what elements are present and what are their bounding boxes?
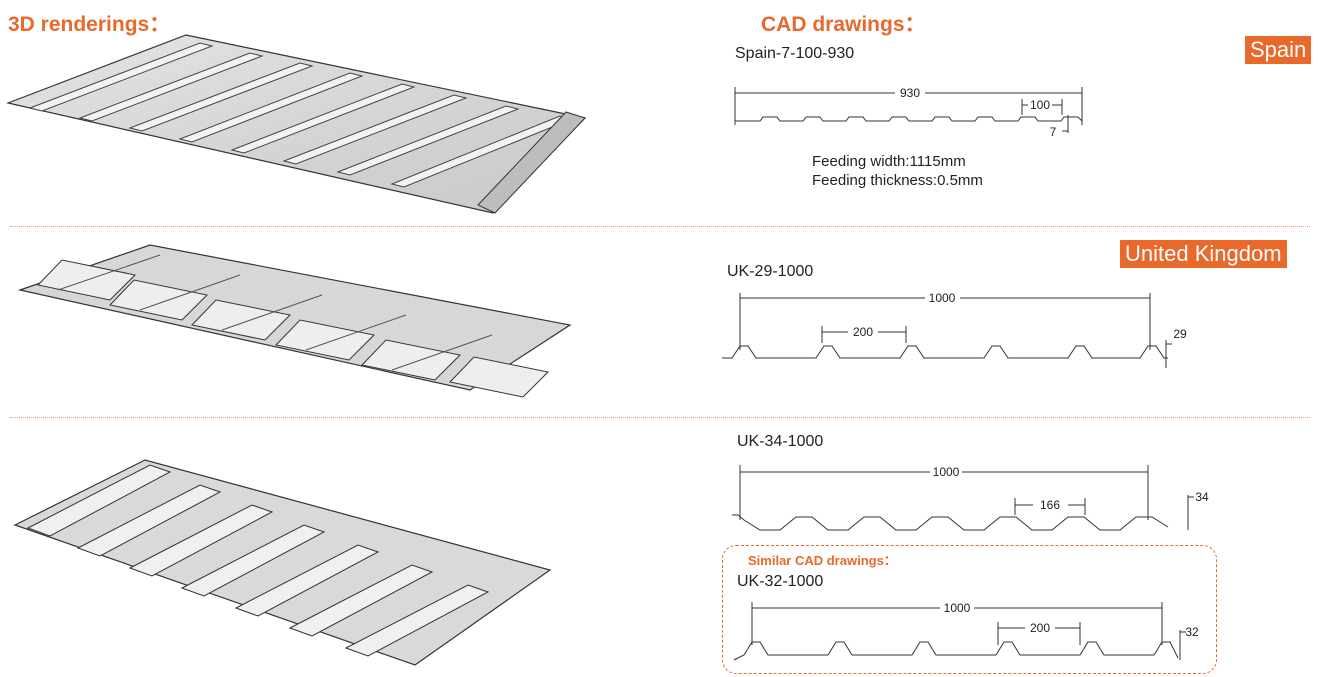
dim-height-uk29: 29 xyxy=(1173,327,1187,341)
dim-pitch-uk29: 200 xyxy=(853,325,873,339)
cad-drawing-uk34: 1000 166 34 xyxy=(732,465,1209,531)
dim-pitch-uk34: 166 xyxy=(1040,498,1060,512)
cad-drawing-spain: 930 100 7 xyxy=(734,86,1083,139)
profile-name-uk29: UK-29-1000 xyxy=(727,263,814,280)
rendering-spain-sheet xyxy=(5,34,587,214)
dim-pitch-spain: 100 xyxy=(1030,98,1050,112)
feeding-width-note: Feeding width:1115mm xyxy=(812,153,966,170)
dim-total-uk29: 1000 xyxy=(929,291,956,305)
feeding-thickness-note: Feeding thickness:0.5mm xyxy=(812,172,983,189)
section-divider xyxy=(10,417,1310,418)
dim-total-uk34: 1000 xyxy=(933,465,960,479)
country-badge-spain: Spain xyxy=(1245,36,1312,64)
profile-name-spain: Spain-7-100-930 xyxy=(735,45,855,62)
similar-cad-box xyxy=(722,545,1217,674)
country-badge-uk: United Kingdom xyxy=(1120,240,1287,268)
dim-total-spain: 930 xyxy=(900,86,920,100)
dim-height-spain: 7 xyxy=(1050,125,1057,139)
section-divider xyxy=(10,226,1310,227)
feeding-notes: Feeding width:1115mm Feeding thickness:0… xyxy=(812,152,983,190)
dim-height-uk32: 32 xyxy=(1185,625,1199,639)
cad-heading: CAD drawings： xyxy=(761,13,926,36)
similar-cad-title: Similar CAD drawings： xyxy=(748,553,897,568)
rendering-uk34-sheet xyxy=(13,459,552,666)
profile-name-uk32: UK-32-1000 xyxy=(737,573,824,590)
dim-pitch-uk32: 200 xyxy=(1030,621,1050,635)
profile-name-uk34: UK-34-1000 xyxy=(737,433,824,450)
cad-drawing-uk32: 1000 200 32 xyxy=(733,601,1199,661)
dim-total-uk32: 1000 xyxy=(944,601,971,615)
rendering-uk29-sheet xyxy=(17,244,572,398)
dim-height-uk34: 34 xyxy=(1195,490,1209,504)
cad-drawing-uk29: 1000 200 29 xyxy=(722,291,1187,368)
renderings-heading: 3D renderings： xyxy=(8,13,171,36)
